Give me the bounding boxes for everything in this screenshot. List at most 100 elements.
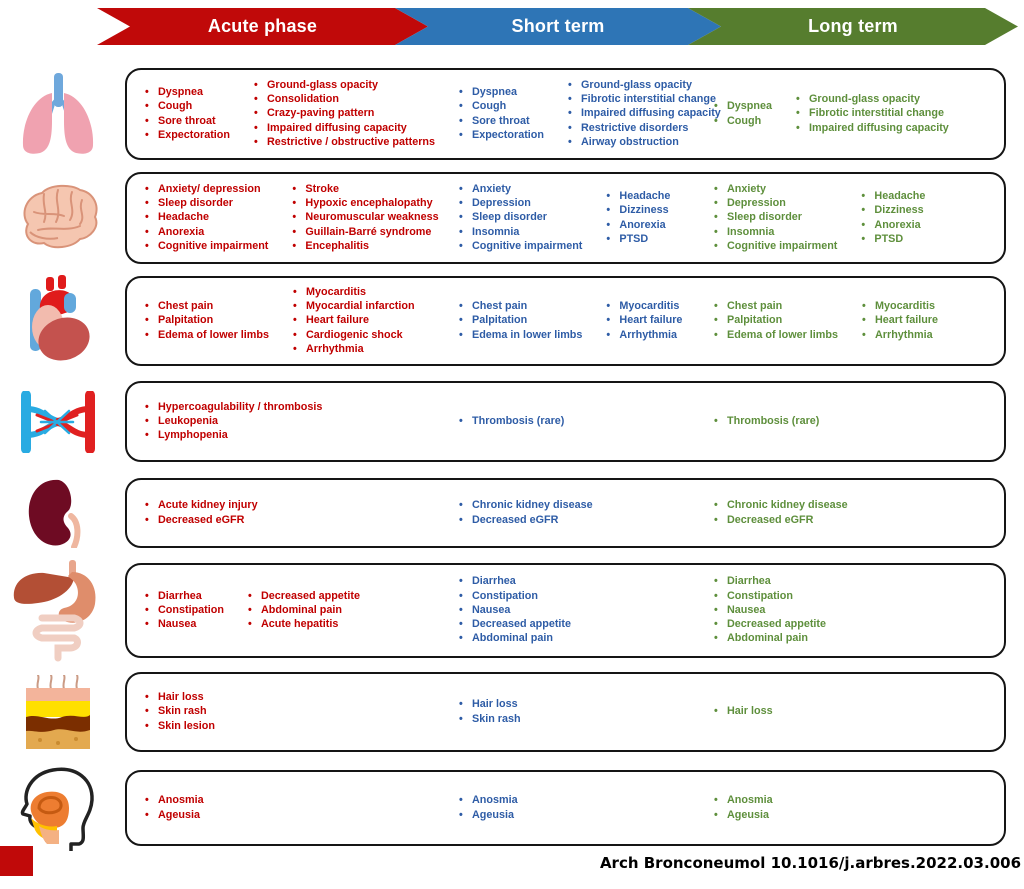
symptom-item: Thrombosis (rare) bbox=[712, 415, 819, 428]
symptom-item: Ground-glass opacity bbox=[566, 79, 721, 92]
long-symptom-list: Chronic kidney diseaseDecreased eGFR bbox=[712, 498, 848, 527]
symptom-item: Impaired diffusing capacity bbox=[566, 107, 721, 120]
symptom-box: Acute kidney injuryDecreased eGFR Chroni… bbox=[125, 478, 1006, 548]
symptom-item: Decreased appetite bbox=[712, 618, 826, 631]
symptom-item: Chest pain bbox=[712, 300, 838, 313]
long-symptom-list: Ground-glass opacityFibrotic interstitia… bbox=[794, 92, 949, 136]
symptom-item: Palpitation bbox=[143, 314, 269, 327]
long-symptom-list: Thrombosis (rare) bbox=[712, 414, 819, 429]
symptom-item: Palpitation bbox=[457, 314, 582, 327]
symptom-item: Anorexia bbox=[143, 226, 268, 239]
acute-phase-cell: Chest painPalpitationEdema of lower limb… bbox=[143, 278, 448, 364]
organ-row-digestive-tract: DiarrheaConstipationNauseaDecreased appe… bbox=[0, 559, 1024, 661]
symptom-item: Acute hepatitis bbox=[246, 618, 360, 631]
symptom-item: Fibrotic interstitial change bbox=[566, 93, 721, 106]
organ-row-kidney: Acute kidney injuryDecreased eGFR Chroni… bbox=[0, 478, 1024, 548]
symptom-item: Headache bbox=[859, 190, 925, 203]
symptom-item: Constipation bbox=[457, 590, 571, 603]
organ-row-lungs: DyspneaCoughSore throatExpectorationGrou… bbox=[0, 68, 1024, 160]
symptom-item: Diarrhea bbox=[143, 590, 224, 603]
symptom-item: Sleep disorder bbox=[143, 197, 268, 210]
symptom-item: Acute kidney injury bbox=[143, 499, 258, 512]
symptom-item: Cognitive impairment bbox=[712, 240, 837, 253]
symptom-item: Anosmia bbox=[457, 794, 518, 807]
symptom-item: Edema in lower limbs bbox=[457, 329, 582, 342]
short-symptom-list: DiarrheaConstipationNauseaDecreased appe… bbox=[457, 574, 571, 646]
acute-symptom-list: Hypercoagulability / thrombosisLeukopeni… bbox=[143, 400, 322, 444]
symptom-item: Myocarditis bbox=[291, 286, 415, 299]
phase-header-long: Long term bbox=[688, 8, 1018, 45]
symptom-item: Decreased eGFR bbox=[143, 514, 258, 527]
symptom-item: Skin lesion bbox=[143, 720, 215, 733]
symptom-box: DyspneaCoughSore throatExpectorationGrou… bbox=[125, 68, 1006, 160]
symptom-item: Impaired diffusing capacity bbox=[794, 122, 949, 135]
symptom-item: Decreased eGFR bbox=[712, 514, 848, 527]
acute-symptom-list: Ground-glass opacityConsolidationCrazy-p… bbox=[252, 78, 435, 150]
short-symptom-list: AnxietyDepressionSleep disorderInsomniaC… bbox=[457, 182, 582, 254]
symptom-item: Consolidation bbox=[252, 93, 435, 106]
acute-phase-cell: DyspneaCoughSore throatExpectorationGrou… bbox=[143, 70, 448, 158]
brain-icon bbox=[2, 182, 114, 254]
symptom-item: Skin rash bbox=[457, 713, 521, 726]
acute-symptom-list: Anxiety/ depressionSleep disorderHeadach… bbox=[143, 182, 268, 254]
symptom-item: Heart failure bbox=[291, 314, 415, 327]
symptom-item: Lymphopenia bbox=[143, 429, 322, 442]
symptom-item: Heart failure bbox=[860, 314, 938, 327]
symptom-item: Decreased appetite bbox=[246, 590, 360, 603]
symptom-item: Ageusia bbox=[143, 809, 204, 822]
acute-phase-cell: DiarrheaConstipationNausea Decreased appe… bbox=[143, 565, 448, 656]
short-symptom-list: Hair lossSkin rash bbox=[457, 697, 521, 726]
symptom-item: Anorexia bbox=[604, 219, 670, 232]
symptom-item: Anosmia bbox=[712, 794, 773, 807]
short-symptom-list: DyspneaCoughSore throatExpectoration bbox=[457, 85, 544, 143]
blood-vessels-icon bbox=[2, 390, 114, 453]
symptom-item: Arrhythmia bbox=[604, 329, 682, 342]
short-symptom-list: Thrombosis (rare) bbox=[457, 414, 564, 429]
acute-symptom-list: DiarrheaConstipationNausea bbox=[143, 589, 224, 633]
long-symptom-list: Chest painPalpitationEdema of lower limb… bbox=[712, 299, 838, 343]
symptom-item: Cardiogenic shock bbox=[291, 329, 415, 342]
symptom-item: Arrhythmia bbox=[291, 343, 415, 356]
phase-header-acute: Acute phase bbox=[97, 8, 428, 45]
symptom-item: Constipation bbox=[143, 604, 224, 617]
short-symptom-list: AnosmiaAgeusia bbox=[457, 793, 518, 822]
symptom-item: Chronic kidney disease bbox=[712, 499, 848, 512]
acute-symptom-list: MyocarditisMyocardial infarctionHeart fa… bbox=[291, 285, 415, 357]
symptom-item: Sleep disorder bbox=[457, 211, 582, 224]
symptom-item: Nausea bbox=[143, 618, 224, 631]
symptom-item: Sore throat bbox=[143, 115, 230, 128]
short-term-cell: DiarrheaConstipationNauseaDecreased appe… bbox=[457, 565, 707, 656]
kidney-icon bbox=[2, 478, 114, 548]
symptom-item: Decreased eGFR bbox=[457, 514, 593, 527]
short-symptom-list: Chest painPalpitationEdema in lower limb… bbox=[457, 299, 582, 343]
long-symptom-list: DyspneaCough bbox=[712, 99, 772, 128]
long-term-cell: Hair loss bbox=[712, 674, 1000, 750]
organ-row-nose-throat: AnosmiaAgeusia AnosmiaAgeusia AnosmiaAge… bbox=[0, 767, 1024, 851]
symptom-item: Nausea bbox=[712, 604, 826, 617]
symptom-item: Anorexia bbox=[859, 219, 925, 232]
symptom-item: Sore throat bbox=[457, 115, 544, 128]
symptom-item: Depression bbox=[712, 197, 837, 210]
symptom-item: Dyspnea bbox=[712, 100, 772, 113]
symptom-box: Anxiety/ depressionSleep disorderHeadach… bbox=[125, 172, 1006, 264]
acute-phase-cell: Hair lossSkin rashSkin lesion bbox=[143, 674, 448, 750]
short-symptom-list: MyocarditisHeart failureArrhythmia bbox=[604, 299, 682, 343]
acute-phase-cell: Acute kidney injuryDecreased eGFR bbox=[143, 480, 448, 546]
acute-phase-cell: AnosmiaAgeusia bbox=[143, 772, 448, 844]
acute-phase-cell: Hypercoagulability / thrombosisLeukopeni… bbox=[143, 383, 448, 460]
symptom-item: Abdominal pain bbox=[246, 604, 360, 617]
symptom-item: Hair loss bbox=[143, 691, 215, 704]
symptom-box: AnosmiaAgeusia AnosmiaAgeusia AnosmiaAge… bbox=[125, 770, 1006, 846]
symptom-item: Headache bbox=[604, 190, 670, 203]
symptom-item: Restrictive / obstructive patterns bbox=[252, 136, 435, 149]
acute-symptom-list: Chest painPalpitationEdema of lower limb… bbox=[143, 299, 269, 343]
short-term-cell: AnosmiaAgeusia bbox=[457, 772, 707, 844]
symptom-item: Sleep disorder bbox=[712, 211, 837, 224]
symptom-item: Cough bbox=[457, 100, 544, 113]
organ-row-blood-vessels: Hypercoagulability / thrombosisLeukopeni… bbox=[0, 381, 1024, 462]
symptom-item: Fibrotic interstitial change bbox=[794, 107, 949, 120]
symptom-item: PTSD bbox=[604, 233, 670, 246]
symptom-item: Decreased appetite bbox=[457, 618, 571, 631]
symptom-item: Skin rash bbox=[143, 705, 215, 718]
symptom-item: Neuromuscular weakness bbox=[290, 211, 438, 224]
